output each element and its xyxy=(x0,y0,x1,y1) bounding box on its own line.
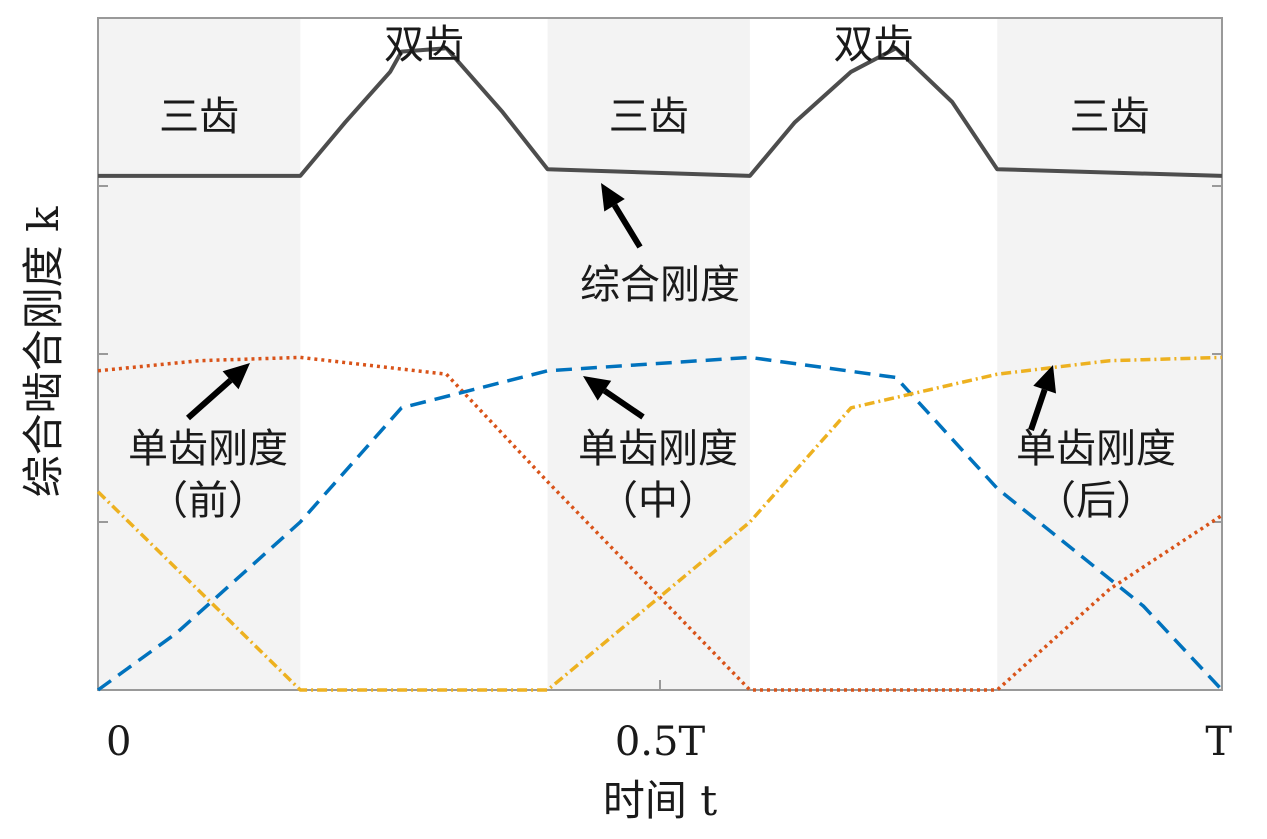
annotation-total: 综合刚度 xyxy=(580,262,740,308)
region-label-3: 双齿 xyxy=(834,22,914,68)
series-line-front xyxy=(97,355,1223,692)
x-tick-label-2: T xyxy=(1205,719,1232,765)
series-line-middle xyxy=(96,355,1224,692)
y-axis-title: 综合啮合刚度 k xyxy=(19,206,68,497)
region-band-2 xyxy=(547,18,750,690)
series-lines xyxy=(96,46,1224,692)
annotation-front: 单齿刚度 xyxy=(128,426,288,472)
series-line-rear xyxy=(96,355,1223,692)
annotation-rear: 单齿刚度 xyxy=(1016,426,1176,472)
region-label-1: 双齿 xyxy=(384,22,464,68)
annotation-sub-rear: （后） xyxy=(1036,478,1156,524)
x-tick-labels: 0 0.5T T xyxy=(106,719,1232,765)
y-ticks xyxy=(98,185,1222,690)
x-axis-title: 时间 t xyxy=(603,776,717,825)
region-bands xyxy=(98,18,1222,690)
annotation-sub-front: （前） xyxy=(148,478,268,524)
arrow-front xyxy=(186,363,250,421)
x-tick-label-1: 0.5T xyxy=(615,719,706,765)
annotation-middle: 单齿刚度 xyxy=(578,426,738,472)
arrow-rear xyxy=(1028,365,1057,431)
annotation-arrows xyxy=(186,183,1057,431)
region-label-0: 三齿 xyxy=(159,94,239,140)
region-label-2: 三齿 xyxy=(609,94,689,140)
region-label-4: 三齿 xyxy=(1070,94,1150,140)
region-band-0 xyxy=(98,18,301,690)
x-tick-label-0: 0 xyxy=(106,719,131,765)
arrow-total xyxy=(601,183,643,249)
annotation-sub-middle: （中） xyxy=(598,478,718,524)
series-line-total xyxy=(98,46,1223,178)
arrow-middle xyxy=(583,376,645,420)
